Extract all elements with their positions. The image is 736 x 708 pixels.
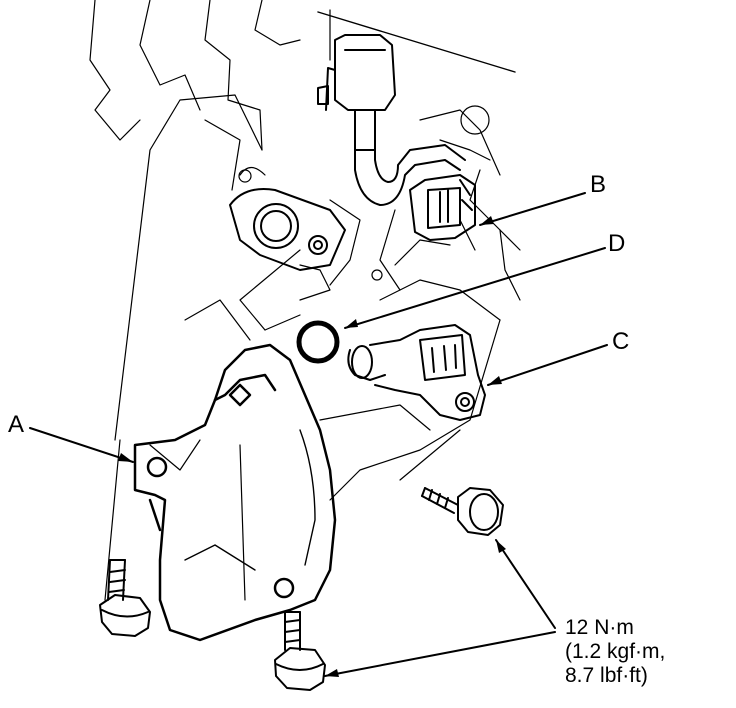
callout-label-b: B bbox=[590, 171, 607, 198]
leader-arrowheads bbox=[118, 216, 506, 677]
torque-spec-line-2: (1.2 kgf·m, bbox=[565, 640, 666, 663]
leader-lines bbox=[29, 192, 608, 677]
connector-b bbox=[409, 174, 476, 241]
sensor-c bbox=[347, 324, 486, 421]
bracket-a bbox=[133, 343, 337, 642]
wire-harness bbox=[317, 11, 516, 206]
callout-label-c: C bbox=[612, 328, 630, 355]
torque-spec-line-1: 12 N·m bbox=[565, 616, 634, 639]
sensor-bore bbox=[229, 188, 346, 271]
callout-label-a: A bbox=[8, 411, 25, 438]
engine-casting-outline bbox=[89, 0, 521, 601]
bolt-sensor bbox=[421, 487, 504, 536]
torque-spec: 12 N·m(1.2 kgf·m,8.7 lbf·ft) bbox=[565, 616, 665, 688]
torque-spec-line-3: 8.7 lbf·ft) bbox=[565, 664, 648, 687]
bolt-lower-middle bbox=[274, 611, 326, 691]
callout-label-d: D bbox=[608, 230, 626, 257]
o-ring-d bbox=[296, 320, 340, 364]
bolt-lower-left bbox=[99, 559, 151, 637]
